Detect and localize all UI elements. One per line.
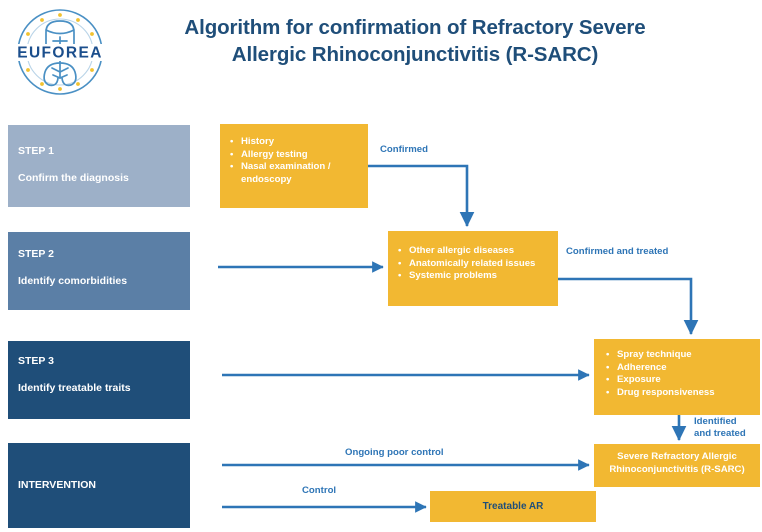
- arrow-label-control: Control: [302, 485, 337, 496]
- content-box-treatable-ar-outcome: Treatable AR: [430, 491, 596, 522]
- step-box-step3: STEP 3 Identify treatable traits: [8, 341, 190, 419]
- step3-title: STEP 3: [18, 355, 54, 367]
- list-item: Other allergic diseases: [396, 245, 550, 258]
- step-box-intervention: INTERVENTION: [8, 443, 190, 528]
- arrow-label-ongoing-poor-control: Ongoing poor control: [345, 447, 444, 458]
- euforea-logo-icon: EUFOREA: [12, 9, 108, 95]
- content-box-treatable-traits: Spray technique Adherence Exposure Drug …: [594, 339, 760, 415]
- list-item: Allergy testing: [228, 149, 360, 162]
- arrow-label-confirmed-and-treated: Confirmed and treated: [566, 246, 669, 257]
- rsarc-line-1: Severe Refractory Allergic: [617, 451, 737, 462]
- list-item: Adherence: [604, 362, 752, 375]
- arrow-confirmed-and-treated: [558, 277, 699, 335]
- list-item: Exposure: [604, 374, 752, 387]
- list-item: Systemic problems: [396, 270, 550, 283]
- arrow-confirmed: [368, 164, 475, 227]
- step-box-step1: STEP 1 Confirm the diagnosis: [8, 125, 190, 207]
- comorbidities-list: Other allergic diseases Anatomically rel…: [396, 245, 550, 283]
- confirm-diagnosis-list: History Allergy testing Nasal examinatio…: [228, 136, 360, 186]
- step1-subtitle: Confirm the diagnosis: [18, 172, 129, 184]
- step2-title: STEP 2: [18, 248, 54, 260]
- list-item: Anatomically related issues: [396, 258, 550, 271]
- arrow-label-identified-and-treated: Identified and treated: [694, 416, 746, 439]
- list-item: Drug responsiveness: [604, 387, 752, 400]
- title-line-1: Algorithm for confirmation of Refractory…: [184, 16, 646, 39]
- rsarc-line-2: Rhinoconjunctivitis (R-SARC): [609, 464, 745, 475]
- logo-wordmark: EUFOREA: [17, 45, 103, 62]
- arrow-label-confirmed: Confirmed: [380, 144, 428, 155]
- title-line-2: Allergic Rhinoconjunctivitis (R-SARC): [231, 43, 599, 66]
- intervention-title: INTERVENTION: [18, 479, 96, 491]
- page-title: Algorithm for confirmation of Refractory…: [130, 14, 700, 68]
- step1-title: STEP 1: [18, 145, 54, 157]
- step2-subtitle: Identify comorbidities: [18, 275, 128, 287]
- list-item: Nasal examination / endoscopy: [228, 161, 360, 186]
- step-box-step2: STEP 2 Identify comorbidities: [8, 232, 190, 310]
- content-box-comorbidities: Other allergic diseases Anatomically rel…: [388, 231, 558, 306]
- content-box-confirm-diagnosis: History Allergy testing Nasal examinatio…: [220, 124, 368, 208]
- list-item: History: [228, 136, 360, 149]
- list-item: Spray technique: [604, 349, 752, 362]
- step3-subtitle: Identify treatable traits: [18, 382, 131, 394]
- content-box-rsarc-outcome: Severe Refractory Allergic Rhinoconjunct…: [594, 444, 760, 487]
- treatable-traits-list: Spray technique Adherence Exposure Drug …: [604, 349, 752, 399]
